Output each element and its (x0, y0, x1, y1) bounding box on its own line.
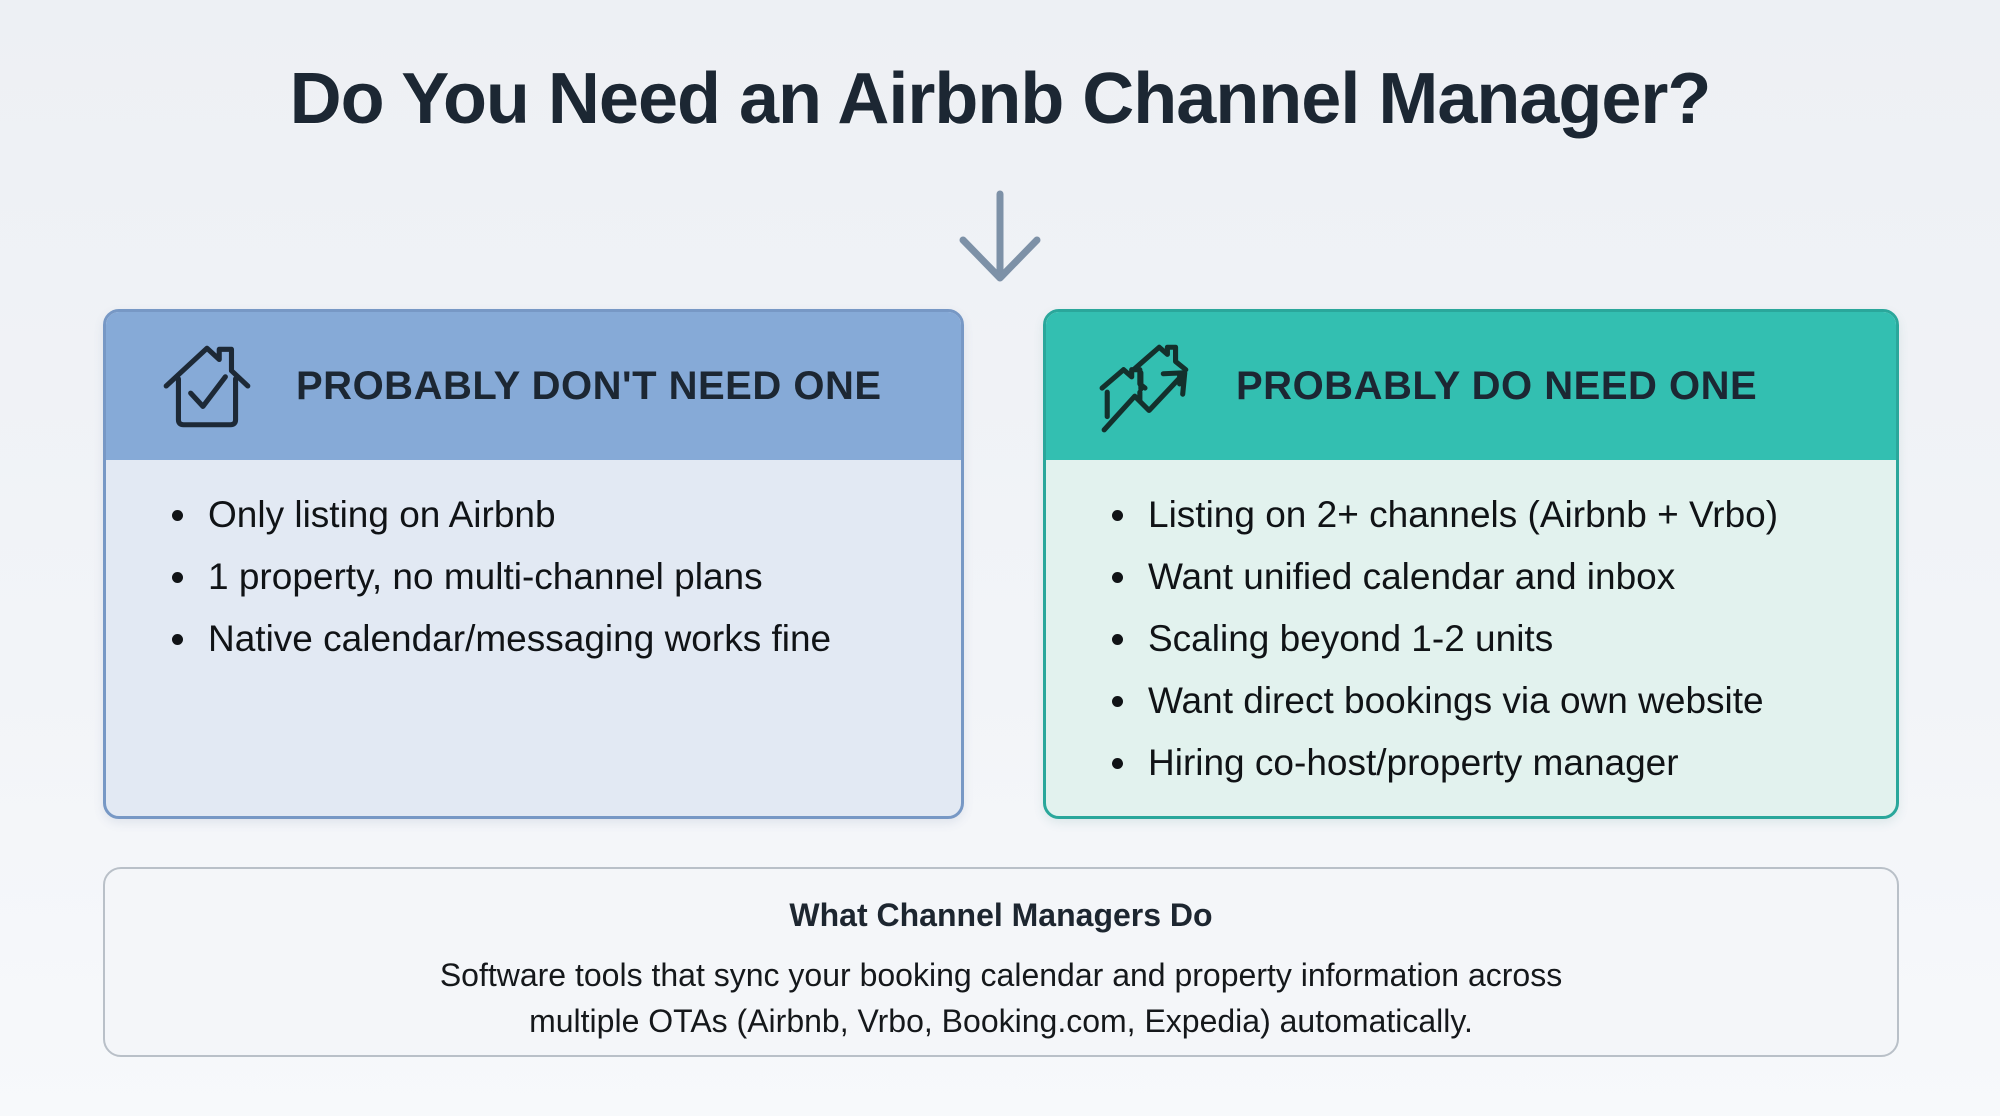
explainer-line-2: multiple OTAs (Airbnb, Vrbo, Booking.com… (529, 1003, 1473, 1039)
house-check-icon (156, 335, 258, 437)
explainer-title: What Channel Managers Do (789, 897, 1213, 933)
card-dont-need-body: Only listing on Airbnb 1 property, no mu… (106, 460, 961, 670)
list-item: 1 property, no multi-channel plans (168, 546, 931, 608)
card-do-need-title: PROBABLY DO NEED ONE (1236, 363, 1758, 408)
card-do-need: PROBABLY DO NEED ONE Listing on 2+ chann… (1043, 309, 1899, 819)
down-arrow-icon (945, 188, 1055, 288)
do-need-list: Listing on 2+ channels (Airbnb + Vrbo) W… (1108, 484, 1866, 794)
dont-need-list: Only listing on Airbnb 1 property, no mu… (168, 484, 931, 670)
list-item: Want unified calendar and inbox (1108, 546, 1866, 608)
page-title: Do You Need an Airbnb Channel Manager? (289, 59, 1712, 139)
explainer-description: Software tools that sync your booking ca… (105, 952, 1897, 1044)
list-item: Only listing on Airbnb (168, 484, 931, 546)
list-item: Listing on 2+ channels (Airbnb + Vrbo) (1108, 484, 1866, 546)
explainer-line-1: Software tools that sync your booking ca… (439, 957, 1563, 993)
card-do-need-body: Listing on 2+ channels (Airbnb + Vrbo) W… (1046, 460, 1896, 794)
list-item: Native calendar/messaging works fine (168, 608, 931, 670)
card-do-need-header: PROBABLY DO NEED ONE (1046, 312, 1896, 460)
list-item: Scaling beyond 1-2 units (1108, 608, 1866, 670)
card-dont-need-header: PROBABLY DON'T NEED ONE (106, 312, 961, 460)
list-item: Want direct bookings via own website (1108, 670, 1866, 732)
channel-manager-explainer: What Channel Managers Do Software tools … (103, 867, 1899, 1057)
card-dont-need: PROBABLY DON'T NEED ONE Only listing on … (103, 309, 964, 819)
list-item: Hiring co-host/property manager (1108, 732, 1866, 794)
houses-growth-icon (1096, 335, 1198, 437)
card-dont-need-title: PROBABLY DON'T NEED ONE (296, 363, 882, 408)
